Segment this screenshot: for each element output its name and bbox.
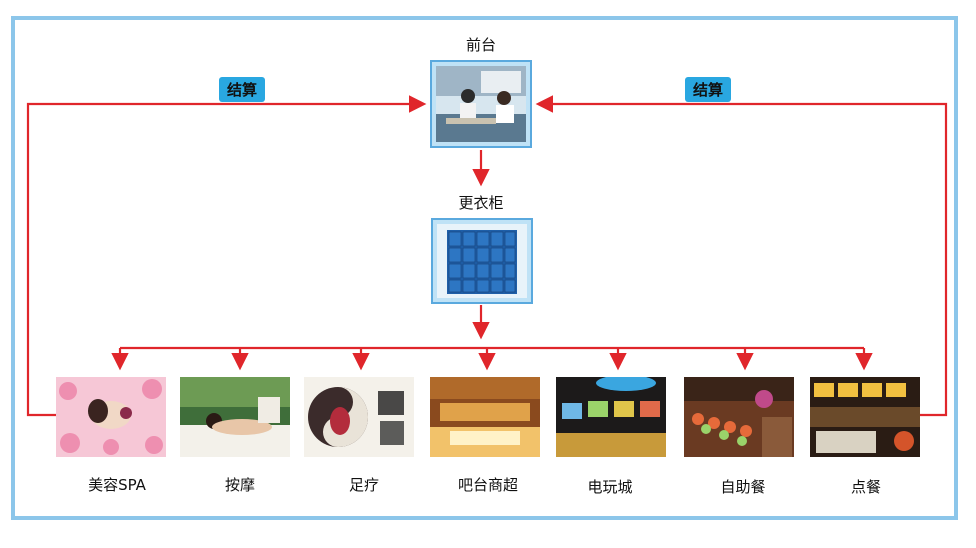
service-label-bar: 吧台商超: [428, 474, 548, 495]
service-label-order: 点餐: [806, 476, 926, 497]
service-label-arcade: 电玩城: [550, 476, 670, 497]
settlement-loop-left: [28, 104, 422, 415]
service-label-massage: 按摩: [180, 474, 300, 495]
settlement-loop-right: [540, 104, 946, 415]
service-label-buffet: 自助餐: [683, 476, 803, 497]
spa-photo: [56, 377, 166, 457]
foot-therapy-photo: [304, 377, 414, 457]
locker-photo: [431, 218, 533, 304]
fastfood-photo: [810, 377, 920, 457]
service-label-foot: 足疗: [304, 474, 424, 495]
settlement-tag-left: 结算: [219, 77, 265, 102]
service-label-spa: 美容SPA: [57, 474, 177, 495]
massage-photo: [180, 377, 290, 457]
buffet-photo: [684, 377, 794, 457]
front-desk-label: 前台: [421, 34, 541, 55]
locker-label: 更衣柜: [421, 192, 541, 213]
arcade-photo: [556, 377, 666, 457]
settlement-tag-right: 结算: [685, 77, 731, 102]
front-desk-photo: [430, 60, 532, 148]
bar-supermarket-photo: [430, 377, 540, 457]
